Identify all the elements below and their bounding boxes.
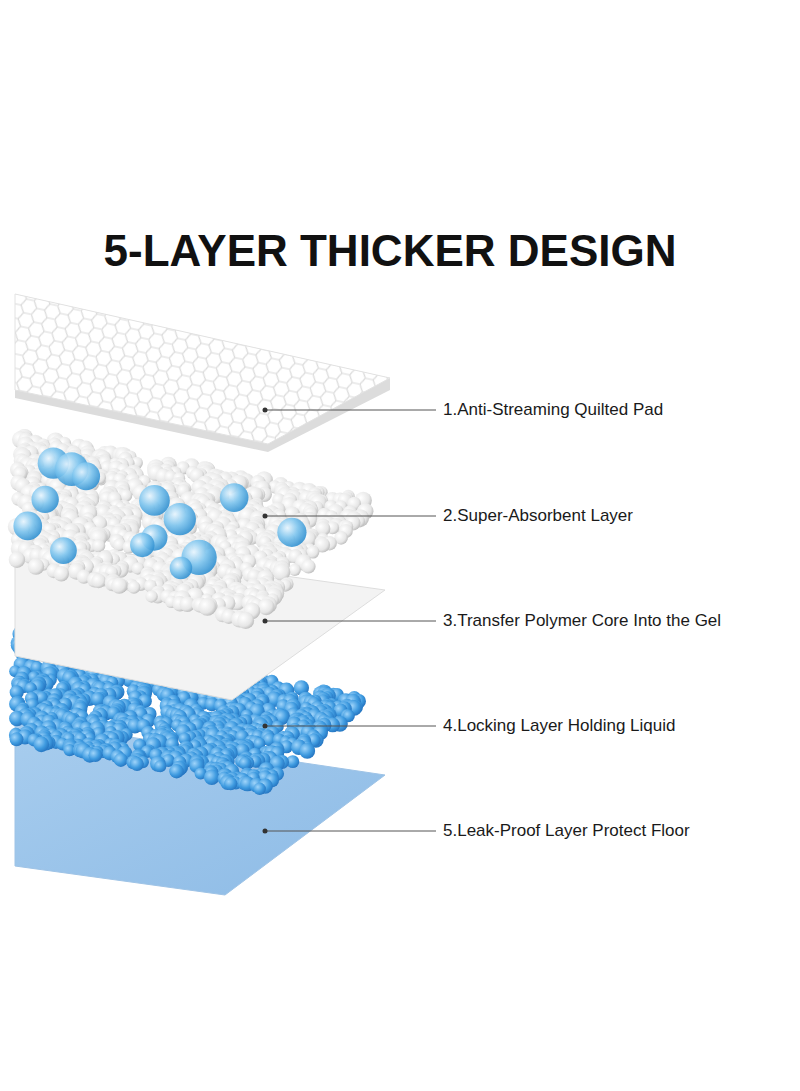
leader-dot [263, 829, 268, 834]
water-bubble [277, 518, 306, 547]
blue-bead [10, 732, 24, 746]
layer-label: 3.Transfer Polymer Core Into the Gel [443, 610, 721, 632]
absorbent-beads [8, 429, 374, 629]
white-bead [28, 558, 44, 574]
white-bead [145, 590, 157, 602]
blue-bead [169, 764, 183, 778]
blue-bead [239, 757, 252, 770]
leader [263, 408, 437, 413]
leader-dot [263, 408, 268, 413]
water-bubble [164, 503, 196, 535]
water-bubble [139, 485, 170, 516]
blue-bead [204, 769, 220, 785]
white-bead [91, 574, 106, 589]
blue-bead [253, 783, 265, 795]
blue-bead [150, 756, 166, 772]
blue-bead [33, 736, 49, 752]
white-bead [301, 559, 315, 573]
white-bead [111, 578, 127, 594]
leader-dot [263, 619, 268, 624]
blue-bead [154, 760, 166, 772]
blue-bead [225, 777, 237, 789]
blue-bead [114, 753, 128, 767]
layer-label: 1.Anti-Streaming Quilted Pad [443, 399, 663, 421]
leader-line [265, 726, 436, 727]
layer-label: 4.Locking Layer Holding Liquid [443, 715, 676, 737]
blue-bead [89, 748, 103, 762]
white-bead [9, 552, 25, 568]
water-bubble [130, 533, 154, 557]
title: 5-LAYER THICKER DESIGN [0, 226, 780, 276]
water-bubble [13, 512, 42, 541]
leader-dot [263, 514, 268, 519]
leader-dot [263, 724, 268, 729]
white-bead [289, 564, 301, 576]
water-bubble [170, 557, 193, 580]
white-bead [237, 612, 254, 629]
water-bubble [31, 486, 58, 513]
blue-bead [130, 757, 144, 771]
leak-proof-sheet [15, 720, 385, 895]
leader-line [265, 410, 436, 411]
leader-line [265, 516, 436, 517]
leader-lines [263, 408, 437, 834]
leader [263, 724, 437, 729]
white-bead [258, 599, 275, 616]
water-bubble [72, 462, 100, 490]
white-bead [54, 566, 69, 581]
water-bubble [220, 483, 249, 512]
blue-bead [299, 743, 315, 759]
leader [263, 619, 437, 624]
layer-label: 2.Super-Absorbent Layer [443, 505, 633, 527]
leader-line [265, 831, 436, 832]
layer-label: 5.Leak-Proof Layer Protect Floor [443, 820, 690, 842]
quilted-pad [15, 294, 390, 452]
white-bead [199, 598, 217, 616]
transfer-sheet [15, 538, 385, 700]
blue-bead [224, 777, 237, 790]
leader [263, 514, 437, 519]
leader-line [265, 621, 436, 622]
white-bead [127, 581, 140, 594]
leader [263, 829, 437, 834]
water-bubble [50, 537, 77, 564]
